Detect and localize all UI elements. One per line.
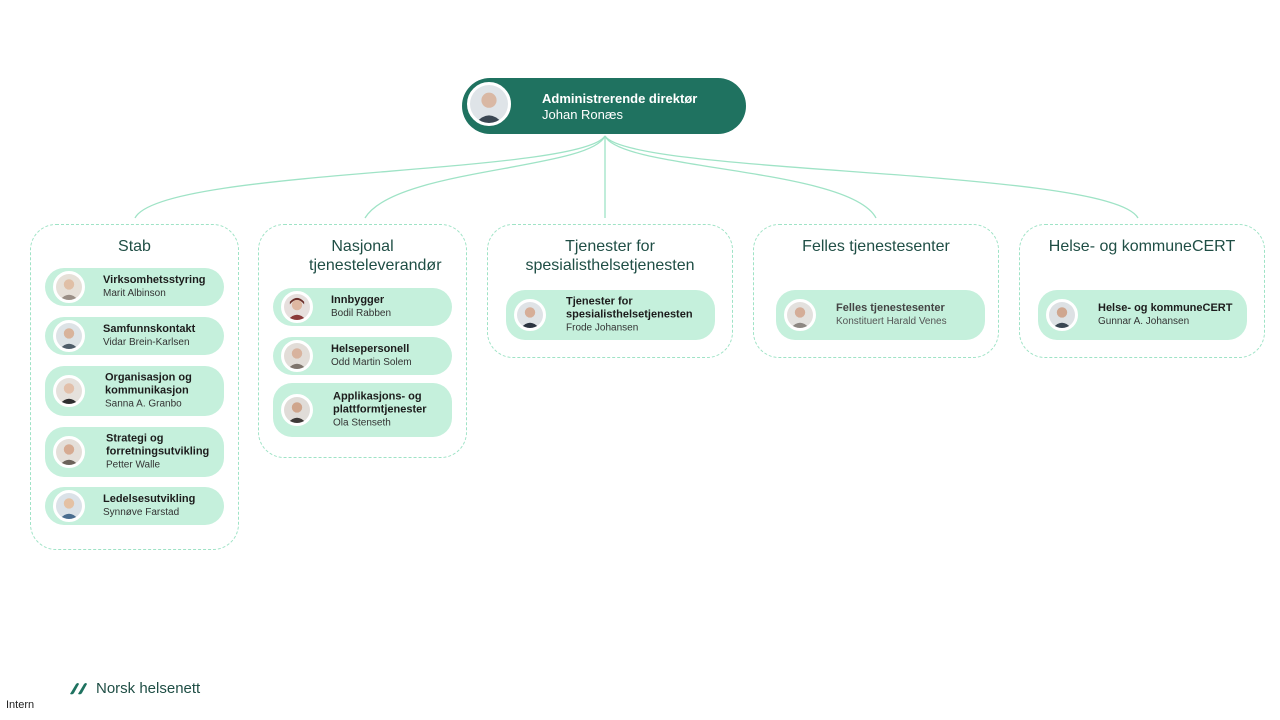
person-photo	[784, 299, 816, 331]
ceo-box[interactable]: Administrerende direktør Johan Ronæs	[462, 78, 746, 134]
connector-cert	[604, 135, 1139, 219]
card-title: Virksomhetsstyring	[103, 274, 206, 286]
norsk-helsenett-logo: Norsk helsenett	[68, 680, 200, 697]
card-title: Felles tjenestesenter	[836, 302, 945, 314]
card-person: Odd Martin Solem	[331, 357, 412, 368]
card-person: Konstituert Harald Venes	[836, 316, 947, 327]
panel-felles: Felles tjenestesenter Felles tjenestesen…	[753, 224, 999, 358]
connector-felles	[604, 135, 877, 219]
card-title: Tjenester for spesialisthelsetjenesten	[566, 295, 693, 321]
panel-title: Helse- og kommuneCERT	[1048, 238, 1236, 255]
classification-label: Intern	[6, 699, 35, 711]
card-title: Ledelsesutvikling	[103, 493, 196, 505]
ceo-photo	[467, 82, 511, 126]
ceo-title: Administrerende direktør	[542, 91, 698, 106]
ceo-name: Johan Ronæs	[542, 107, 623, 122]
person-photo	[53, 375, 85, 407]
connector-stab	[134, 135, 606, 219]
panel-title: Tjenester for spesialisthelsetjenesten	[525, 238, 695, 274]
card-person: Bodil Rabben	[331, 308, 392, 319]
panel-spesialist: Tjenester for spesialisthelsetjenesten T…	[487, 224, 733, 358]
card-person: Vidar Brein-Karlsen	[103, 337, 190, 348]
card-title: Applikasjons- og plattformtjenester	[333, 390, 427, 416]
card-title: Helsepersonell	[331, 343, 410, 355]
panel-title: Felles tjenestesenter	[802, 238, 950, 255]
card-person: Sanna A. Granbo	[105, 398, 182, 410]
person-photo	[281, 291, 313, 323]
card-person: Marit Albinson	[103, 288, 166, 299]
person-photo	[281, 340, 313, 372]
logo-mark-icon	[70, 682, 87, 694]
card-person: Frode Johansen	[566, 322, 639, 334]
person-photo	[53, 320, 85, 352]
person-photo	[53, 271, 85, 303]
person-photo	[53, 490, 85, 522]
person-photo	[281, 394, 313, 426]
card-title: Helse- og kommuneCERT	[1098, 302, 1233, 314]
person-photo	[1046, 299, 1078, 331]
panel-cert: Helse- og kommuneCERT Helse- og kommuneC…	[1019, 224, 1265, 358]
person-photo	[53, 436, 85, 468]
logo-text: Norsk helsenett	[96, 680, 201, 697]
card-person: Ola Stenseth	[333, 417, 391, 429]
panel-title: Nasjonal tjenesteleverandør	[309, 238, 442, 274]
card-title: Organisasjon og kommunikasjon	[105, 371, 192, 397]
card-title: Strategi og forretningsutvikling	[106, 432, 210, 458]
card-title: Innbygger	[331, 294, 385, 306]
card-person: Gunnar A. Johansen	[1098, 316, 1190, 327]
card-title: Samfunnskontakt	[103, 323, 196, 335]
connector-nasjonal	[364, 135, 606, 219]
card-person: Petter Walle	[106, 459, 161, 471]
panel-title: Stab	[118, 238, 151, 255]
card-cert[interactable]: Helse- og kommuneCERT Gunnar A. Johansen	[1038, 290, 1247, 340]
person-photo	[514, 299, 546, 331]
card-person: Synnøve Farstad	[103, 507, 180, 518]
